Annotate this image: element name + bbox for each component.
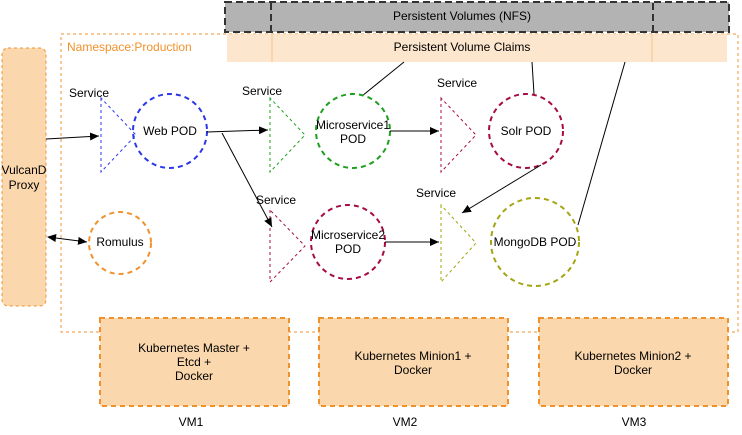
claim-line-ms1 bbox=[361, 61, 405, 97]
node-minion1: Kubernetes Minion1 + Docker bbox=[318, 317, 509, 407]
pod-romulus: Romulus bbox=[88, 211, 152, 275]
node-minion2-line2: Docker bbox=[614, 363, 652, 377]
pod-mongodb: MongoDB POD bbox=[490, 197, 580, 287]
service-ms2 bbox=[269, 208, 306, 284]
node-minion1-line2: Docker bbox=[394, 363, 432, 377]
pod-microservice1: Microservice1 POD bbox=[315, 93, 391, 169]
pod-microservice2: Microservice2 POD bbox=[310, 204, 386, 280]
node-master-line3: Docker bbox=[175, 369, 213, 383]
vulcand-proxy: VulcanD Proxy bbox=[1, 47, 47, 307]
service-label-mongo: Service bbox=[416, 186, 456, 200]
vm2-label: VM2 bbox=[393, 415, 418, 429]
arrow-solr-to-mongo bbox=[461, 164, 542, 214]
persistent-volume-claims-label: Persistent Volume Claims bbox=[394, 40, 531, 54]
node-master-line2: Etcd + bbox=[177, 355, 211, 369]
arrow-proxy-romulus bbox=[47, 234, 88, 245]
arrow-proxy-to-web bbox=[45, 132, 100, 141]
node-master-line1: Kubernetes Master + bbox=[138, 341, 250, 355]
node-minion1-line1: Kubernetes Minion1 + bbox=[354, 349, 471, 363]
persistent-volume-claims-box: Persistent Volume Claims bbox=[227, 34, 727, 62]
proxy-label-line2: Proxy bbox=[9, 178, 40, 192]
namespace-boundary bbox=[60, 33, 739, 333]
pod-web-label: Web POD bbox=[143, 124, 197, 138]
claim-line-solr bbox=[531, 61, 535, 95]
vm1-label: VM1 bbox=[179, 415, 204, 429]
pod-solr-label: Solr POD bbox=[501, 124, 552, 138]
persistent-volumes-box: Persistent Volumes (NFS) bbox=[224, 1, 730, 33]
service-solr bbox=[440, 96, 477, 174]
vm3-label: VM3 bbox=[622, 415, 647, 429]
pod-romulus-label: Romulus bbox=[96, 235, 143, 249]
service-label-ms1: Service bbox=[242, 84, 282, 98]
node-minion2: Kubernetes Minion2 + Docker bbox=[538, 317, 729, 407]
service-label-ms2: Service bbox=[256, 193, 296, 207]
proxy-label-line1: VulcanD bbox=[2, 163, 47, 177]
namespace-label: Namespace:Production bbox=[67, 40, 192, 54]
pod-ms2-label-line2: POD bbox=[335, 242, 361, 256]
pod-ms1-label-line2: POD bbox=[340, 132, 366, 146]
arrow-web-to-ms2 bbox=[221, 132, 273, 228]
service-web bbox=[100, 96, 137, 174]
service-label-solr: Service bbox=[437, 76, 477, 90]
pod-mongo-label: MongoDB POD bbox=[494, 235, 577, 249]
node-minion2-line1: Kubernetes Minion2 + bbox=[574, 349, 691, 363]
node-master: Kubernetes Master + Etcd + Docker bbox=[99, 317, 290, 407]
service-mongo bbox=[440, 203, 477, 284]
pod-ms2-label-line1: Microservice2 bbox=[311, 228, 385, 242]
arrow-web-to-ms1 bbox=[206, 126, 269, 135]
service-ms1 bbox=[269, 96, 306, 174]
pod-ms1-label-line1: Microservice1 bbox=[316, 118, 390, 132]
persistent-volumes-label: Persistent Volumes (NFS) bbox=[393, 9, 531, 23]
claim-line-mongo bbox=[577, 61, 626, 226]
pod-web: Web POD bbox=[132, 93, 208, 169]
service-label-web: Service bbox=[69, 86, 109, 100]
pod-solr: Solr POD bbox=[488, 93, 564, 169]
